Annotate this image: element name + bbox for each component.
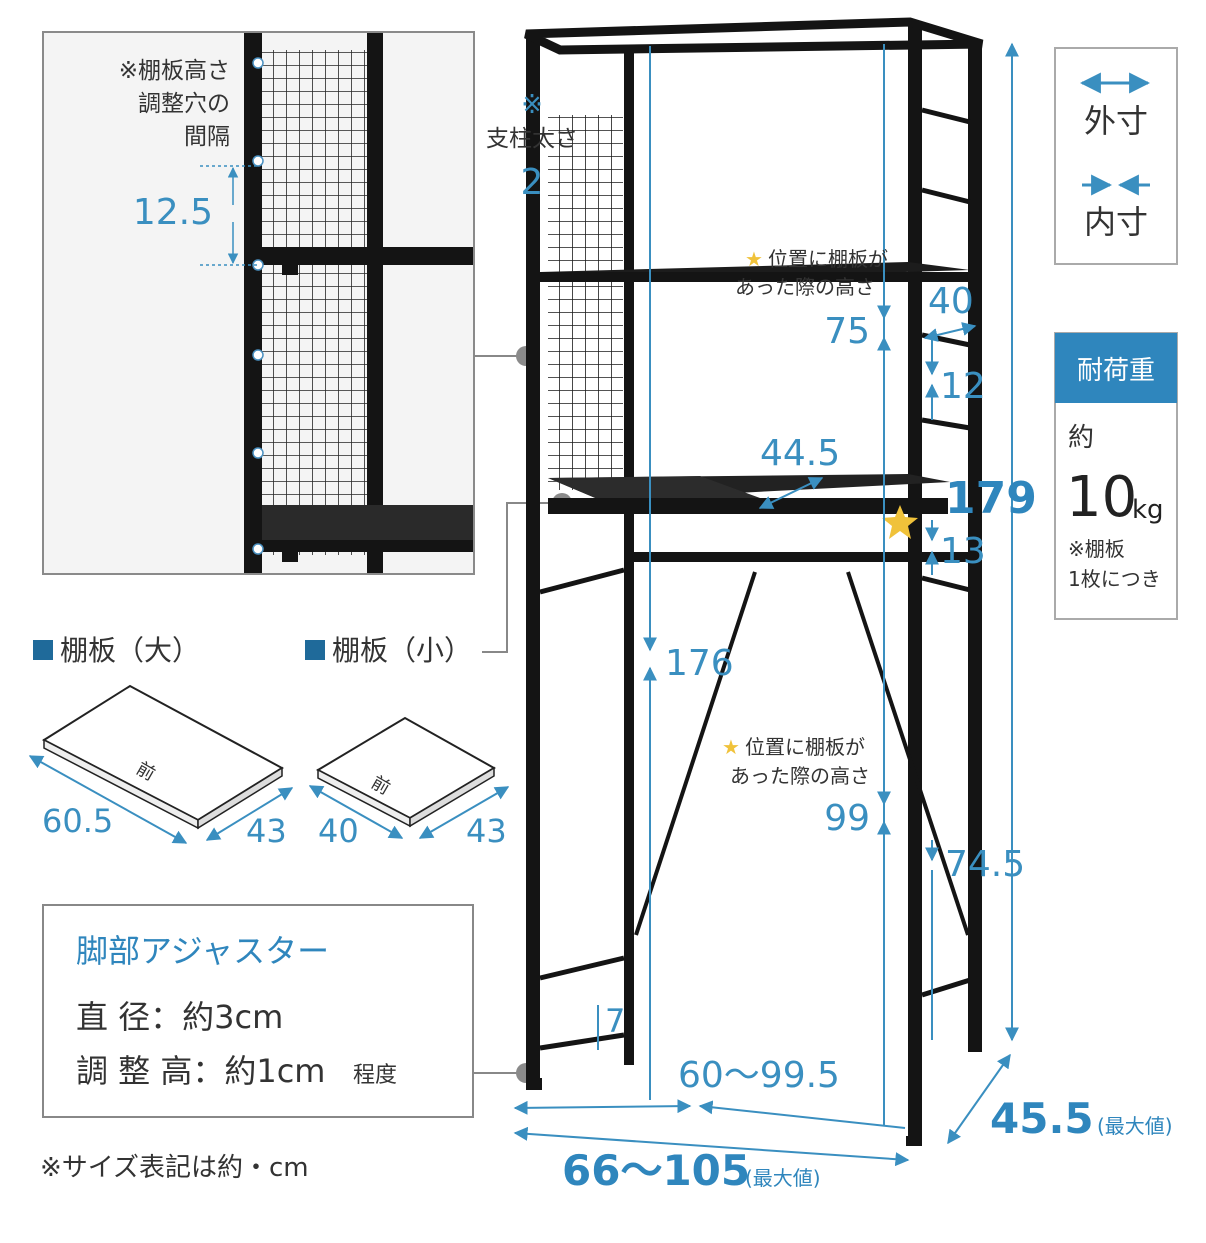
large-width: 60.5 [42, 802, 113, 840]
load-prefix: 約 [1068, 423, 1094, 453]
adjuster-box: 脚部アジャスター 直 径：約3cm 調 整 高：約1cm 程度 [42, 904, 474, 1118]
star-icon [882, 505, 918, 539]
load-capacity-box: 耐荷重 約 10 kg ※棚板 1枚につき [1054, 332, 1178, 620]
small-shelf-label: 棚板（小） [332, 634, 472, 667]
adjuster-height: 調 整 高：約1cm [76, 1052, 325, 1090]
detail-gap-value: 12.5 [133, 192, 213, 233]
dim-outer-width-note: (最大値) [745, 1166, 821, 1190]
dim-inner-width: 60～99.5 [678, 1055, 840, 1096]
pillar-note-mark: ※ [521, 90, 543, 120]
detail-note-line3: 間隔 [184, 124, 230, 150]
shelf-boards: 棚板（大） 棚板（小） 前 前 60.5 43 40 43 [28, 634, 510, 850]
load-header: 耐荷重 [1077, 356, 1155, 386]
pillar-note-text: 支柱太さ [486, 126, 578, 152]
star-note1-line2: あった際の高さ [735, 275, 875, 299]
detail-note-line2: 調整穴の [138, 91, 230, 117]
star-note1-line1: 位置に棚板が [768, 247, 888, 271]
load-unit: kg [1132, 495, 1164, 525]
dim-top-gap: 75 [824, 311, 870, 352]
dimension-lines [513, 42, 1019, 1167]
load-note-line1: ※棚板 [1068, 537, 1125, 561]
size-footnote: ※サイズ表記は約・cm [40, 1153, 309, 1183]
detail-panel: ※棚板高さ 調整穴の 間隔 12.5 [42, 31, 475, 575]
dim-left-height: 176 [665, 643, 734, 684]
rack [524, 17, 984, 1146]
dimension-legend: 外寸 内寸 [1054, 47, 1178, 265]
legend-outer-label: 外寸 [1084, 102, 1148, 140]
pillar-value: 2 [521, 162, 544, 203]
dim-shelf-depth: 40 [928, 281, 974, 322]
large-shelf-label: 棚板（大） [60, 634, 200, 667]
adjuster-title: 脚部アジャスター [76, 932, 329, 970]
dim-outer-width: 66～105 [562, 1146, 750, 1195]
star-note2-line1: 位置に棚板が [745, 735, 865, 759]
legend-inner-label: 内寸 [1084, 203, 1148, 241]
load-note-line2: 1枚につき [1068, 567, 1161, 591]
dim-leg: 7 [605, 1002, 625, 1040]
dim-lower-right: 74.5 [945, 844, 1025, 885]
adjuster-height-suffix: 程度 [353, 1063, 397, 1088]
small-depth: 43 [466, 812, 507, 850]
detail-note-line1: ※棚板高さ [119, 58, 230, 84]
star-icon: ★ [745, 247, 763, 271]
large-depth: 43 [246, 812, 287, 850]
dim-shelf-diag: 44.5 [760, 433, 840, 474]
load-value: 10 [1066, 465, 1137, 530]
dim-depth: 45.5 [990, 1094, 1094, 1143]
star-note2-line2: あった際の高さ [730, 764, 870, 788]
dim-lower-height: 99 [824, 798, 870, 839]
dim-side-gap: 12 [940, 366, 986, 407]
dim-low-gap: 13 [940, 531, 986, 572]
dim-depth-note: (最大値) [1097, 1114, 1173, 1138]
dim-total-height: 179 [945, 473, 1037, 524]
small-width: 40 [318, 812, 359, 850]
star-icon: ★ [722, 735, 740, 759]
adjuster-diameter: 直 径：約3cm [76, 998, 283, 1036]
